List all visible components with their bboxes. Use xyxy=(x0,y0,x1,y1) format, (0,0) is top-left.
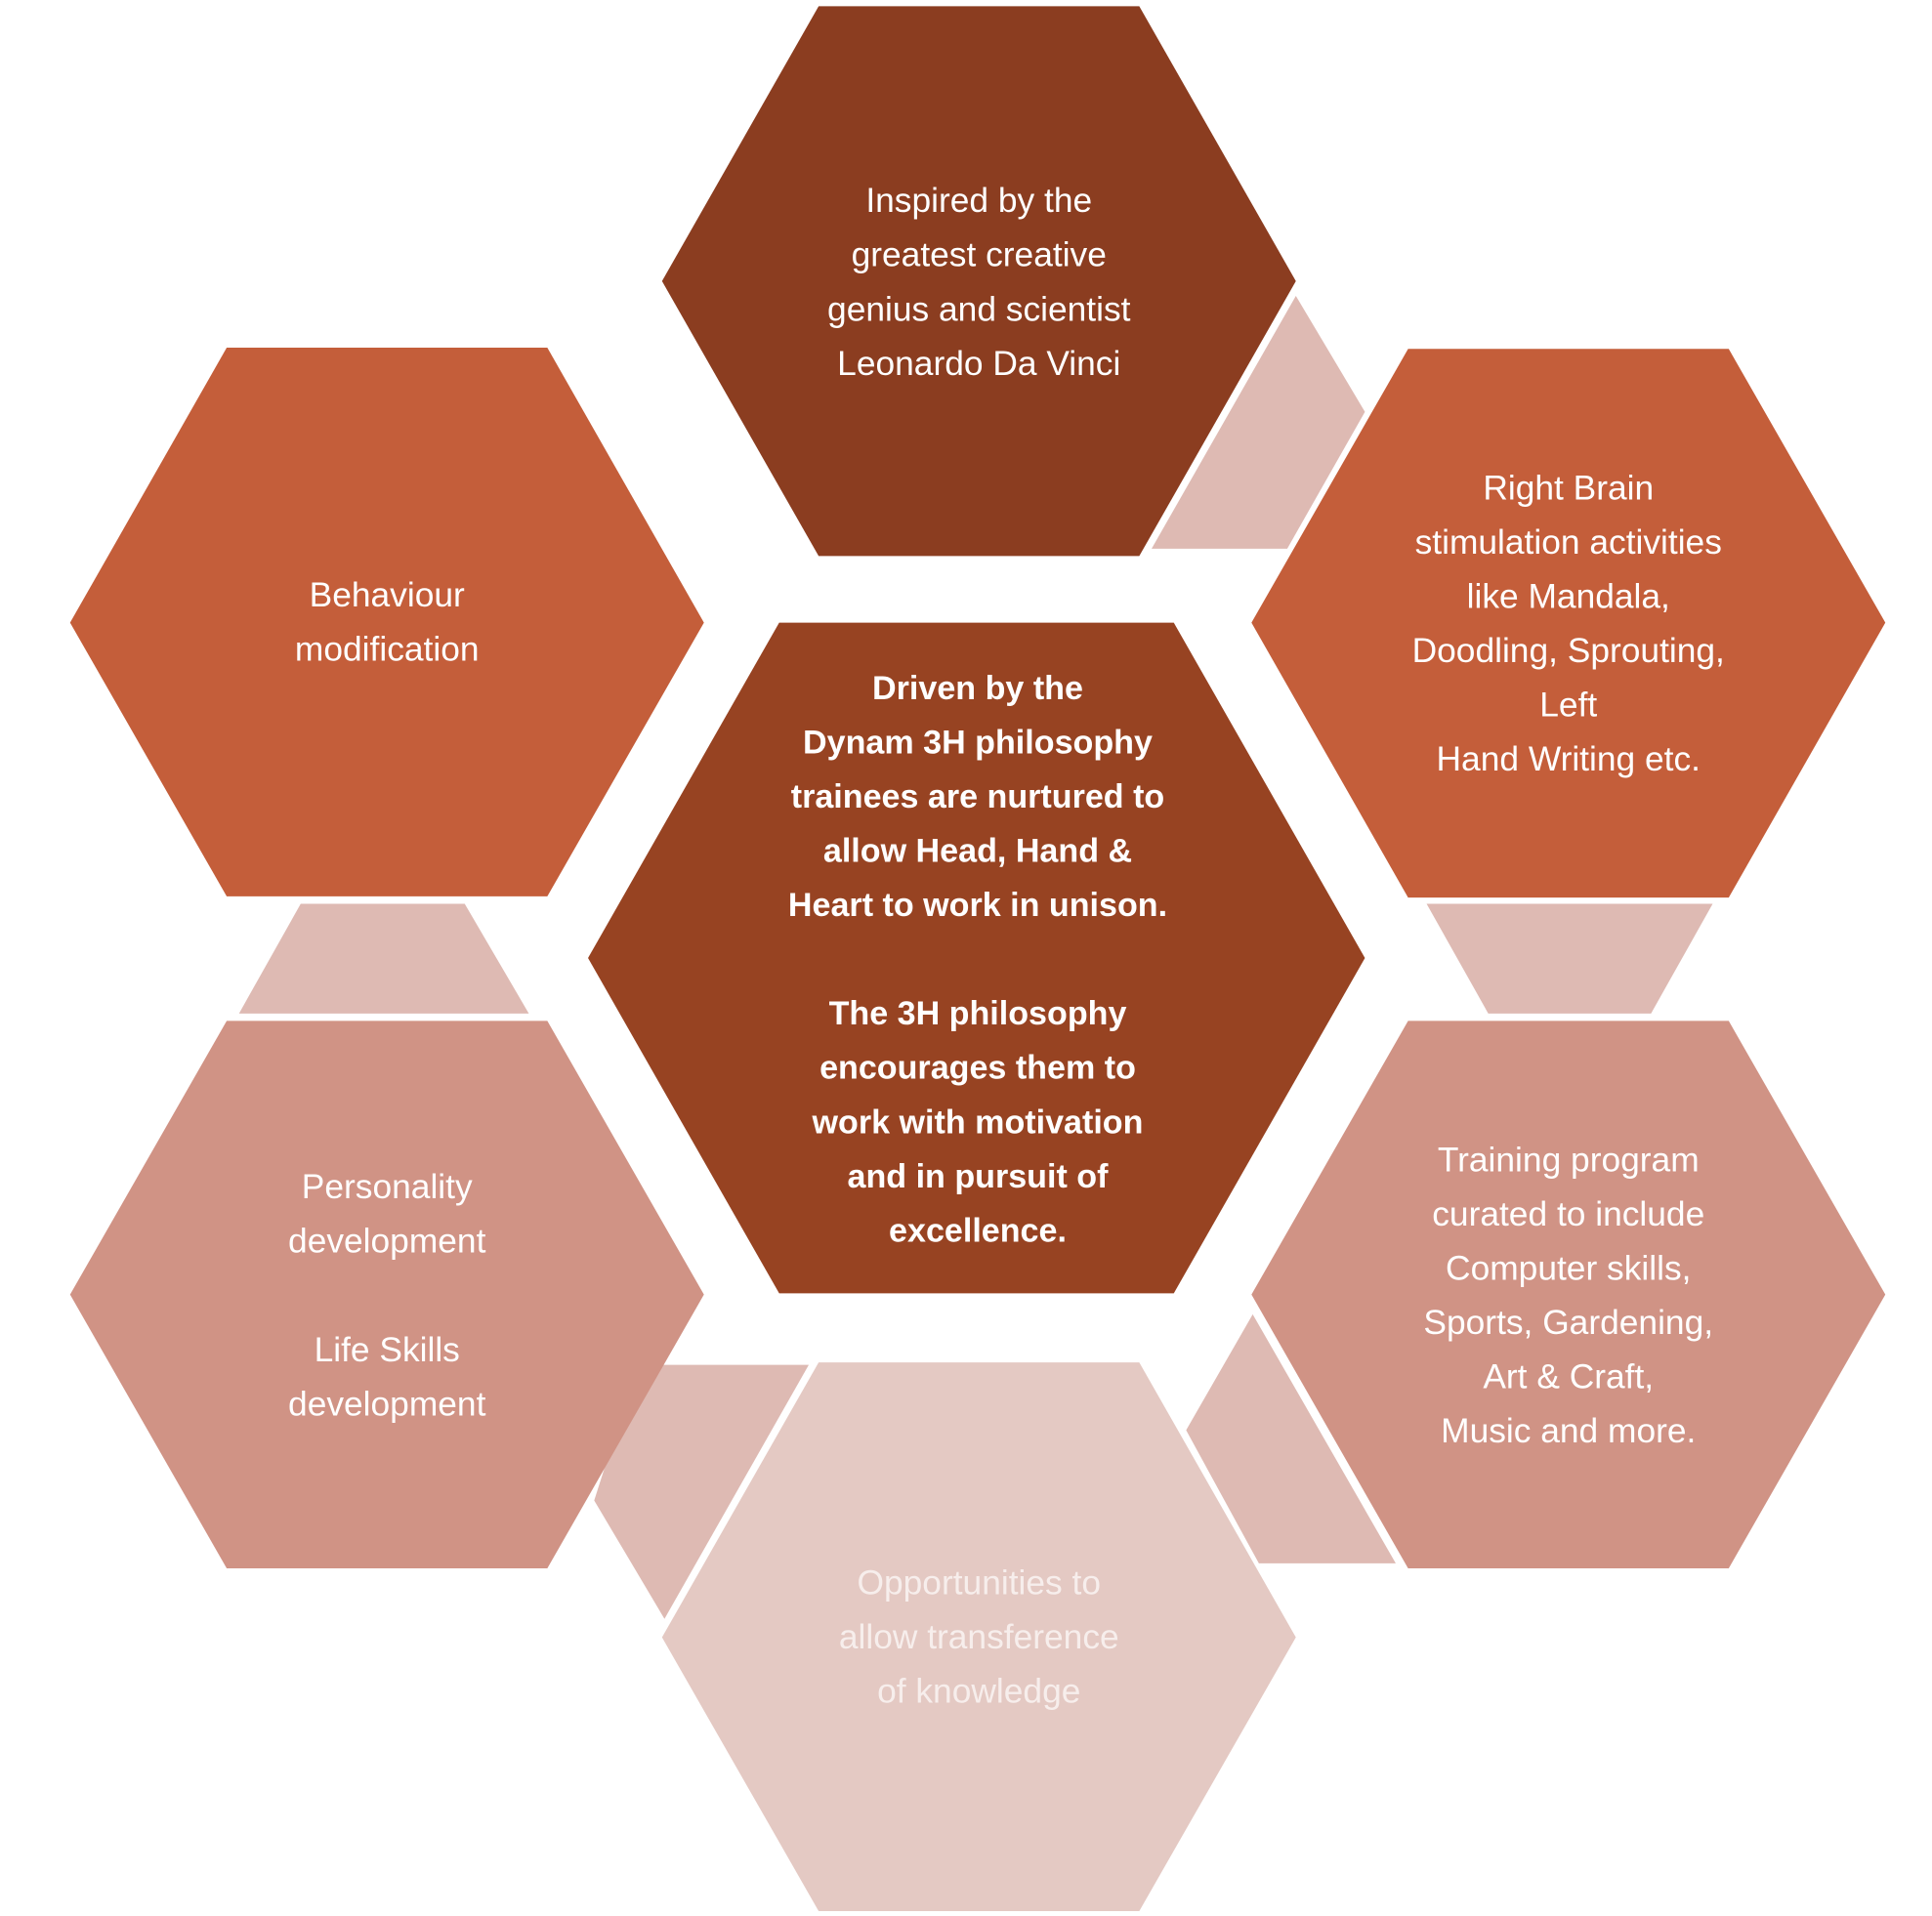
connector-left xyxy=(238,903,529,1014)
text-line: Right Brain xyxy=(1483,469,1654,507)
text-line: allow Head, Hand & xyxy=(823,833,1132,870)
text-line: encourages them to xyxy=(819,1050,1136,1087)
text-line: Dynam 3H philosophy xyxy=(803,724,1153,761)
connector-bottom-right xyxy=(1186,1313,1396,1563)
text-bottom: Opportunities to allow transference of k… xyxy=(839,1563,1119,1710)
text-line: curated to include xyxy=(1432,1195,1704,1233)
text-line: Art & Craft, xyxy=(1483,1358,1654,1396)
text-line: Computer skills, xyxy=(1446,1250,1691,1288)
text-line: Sports, Gardening, xyxy=(1423,1304,1713,1342)
text-line: Doodling, Sprouting, xyxy=(1412,632,1725,670)
text-line: excellence. xyxy=(889,1212,1067,1249)
text-line: Heart to work in unison. xyxy=(788,887,1167,924)
text-line: Driven by the xyxy=(872,670,1083,707)
connector-right xyxy=(1426,903,1713,1014)
text-left-top: Behaviour modification xyxy=(295,576,480,669)
text-center: Driven by the Dynam 3H philosophy traine… xyxy=(788,670,1167,1250)
text-line: Left xyxy=(1539,687,1597,725)
text-line: genius and scientist xyxy=(827,290,1131,328)
text-line: Music and more. xyxy=(1441,1412,1696,1450)
hexagon-left-bottom xyxy=(69,1020,704,1568)
hexagon-right-bottom xyxy=(1251,1020,1886,1568)
text-line: and in pursuit of xyxy=(848,1158,1110,1195)
hexagon-left-top xyxy=(69,348,704,896)
text-line: trainees are nurtured to xyxy=(791,778,1165,815)
text-line: like Mandala, xyxy=(1467,577,1670,615)
text-right-top: Right Brain stimulation activities like … xyxy=(1412,469,1725,778)
hexagon-bottom xyxy=(661,1362,1296,1911)
text-line: Personality xyxy=(302,1168,473,1206)
text-line: The 3H philosophy xyxy=(829,995,1127,1032)
connector-bottom-left xyxy=(594,1364,810,1619)
text-line: of knowledge xyxy=(877,1673,1080,1711)
text-line: Inspired by the xyxy=(865,182,1092,220)
text-line: greatest creative xyxy=(852,236,1107,274)
text-line: Leonardo Da Vinci xyxy=(837,345,1120,383)
text-line: Behaviour xyxy=(310,576,465,614)
text-line: Life Skills xyxy=(315,1331,460,1369)
text-line: work with motivation xyxy=(812,1104,1144,1141)
hexagon-center xyxy=(588,622,1365,1294)
text-right-bottom: Training program curated to include Comp… xyxy=(1423,1141,1713,1450)
text-line: Training program xyxy=(1438,1141,1700,1179)
text-top: Inspired by the greatest creative genius… xyxy=(827,182,1131,383)
text-line: stimulation activities xyxy=(1415,523,1722,562)
text-line: allow transference xyxy=(839,1618,1119,1656)
hexagon-right-top xyxy=(1251,349,1886,898)
text-line: development xyxy=(288,1385,486,1423)
text-left-bottom: Personality development Life Skills deve… xyxy=(288,1168,486,1423)
hexagon-top xyxy=(661,6,1296,557)
text-line: modification xyxy=(295,631,480,669)
connectors xyxy=(238,296,1713,1619)
text-line: development xyxy=(288,1223,486,1261)
text-line: Opportunities to xyxy=(857,1563,1101,1602)
text-line: Hand Writing etc. xyxy=(1437,740,1701,778)
connector-top-right xyxy=(1152,296,1365,549)
